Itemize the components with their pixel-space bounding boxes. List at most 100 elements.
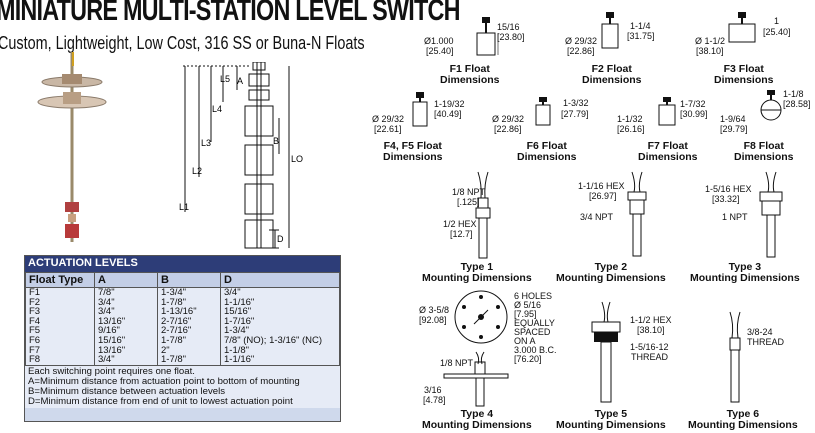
- t4-dia-mm: [92.08]: [419, 315, 447, 325]
- f2-float-drawing: [601, 12, 619, 49]
- f1-height: 15/16: [497, 22, 520, 32]
- t3-hex: 1-5/16 HEX: [705, 184, 752, 194]
- f45-float-drawing: [412, 92, 428, 127]
- col-b: B: [157, 272, 221, 288]
- type5-drawing: [591, 301, 621, 403]
- f2-height-mm: [31.75]: [627, 31, 655, 41]
- f3-height-mm: [25.40]: [763, 27, 791, 37]
- f8-dia-mm: [29.79]: [720, 124, 748, 134]
- table-cell: 7/8" (NO); 1-3/16" (NC): [220, 336, 340, 346]
- f7-dia-mm: [26.16]: [617, 124, 645, 134]
- t2-hex-mm: [26.97]: [589, 191, 617, 201]
- table-cell: 1-7/8": [157, 355, 221, 365]
- t4-thickness: 3/16: [424, 385, 442, 395]
- f6-height: 1-3/32: [563, 98, 589, 108]
- note-line: A=Minimum distance from actuation point …: [28, 375, 300, 387]
- type4-side-drawing: [443, 351, 509, 407]
- t5-thread-label: THREAD: [631, 352, 669, 362]
- col-float-type: Float Type: [25, 272, 95, 288]
- f6-dia: Ø 29/32: [492, 114, 525, 124]
- f3-dia-mm: [38.10]: [696, 46, 724, 56]
- f45-dia: Ø 29/32: [372, 114, 405, 124]
- label-l2: L2: [192, 166, 202, 176]
- type2-drawing: [627, 171, 647, 257]
- table-cell: 3/4": [94, 355, 158, 365]
- label-l4: L4: [212, 104, 222, 114]
- note-line: B=Minimum distance between actuation lev…: [28, 385, 226, 397]
- t2-npt: 3/4 NPT: [580, 212, 614, 222]
- t3-npt: 1 NPT: [722, 212, 748, 222]
- table-cell: 1-3/4": [220, 326, 340, 336]
- f1-dia-mm: [25.40]: [426, 46, 454, 56]
- label-d: D: [277, 234, 284, 244]
- f1-float-drawing: [476, 17, 499, 56]
- page-subtitle: Custom, Lightweight, Low Cost, 316 SS or…: [0, 33, 365, 53]
- table-cell: F8: [25, 355, 95, 365]
- t3-hex-mm: [33.32]: [712, 194, 740, 204]
- f8-float-drawing: [760, 90, 782, 121]
- type1-drawing: [475, 171, 491, 259]
- label-l3: L3: [201, 138, 211, 148]
- t5-hex-mm: [38.10]: [637, 325, 665, 335]
- table-cell: 1-7/16": [220, 317, 340, 327]
- actuation-heading: ACTUATION LEVELS: [25, 256, 340, 272]
- page-title: MINIATURE MULTI-STATION LEVEL SWITCH: [0, 0, 460, 27]
- table-cell: 15/16": [220, 307, 340, 317]
- type6-drawing: [729, 311, 741, 403]
- t4-npt: 1/8 NPT: [440, 358, 474, 368]
- f6-height-mm: [27.79]: [561, 109, 589, 119]
- type3-drawing: [759, 171, 783, 258]
- f7-height-mm: [30.99]: [680, 109, 708, 119]
- f3-dia: Ø 1-1/2: [695, 36, 726, 46]
- label-l5: L5: [220, 74, 230, 84]
- table-cell: 1-1/8": [220, 345, 340, 356]
- t5-hex: 1-1/2 HEX: [630, 315, 672, 325]
- f8-height: 1-1/8: [783, 89, 804, 99]
- t2-hex: 1-1/16 HEX: [578, 181, 625, 191]
- table-cell: 1-1/16": [220, 297, 340, 308]
- f3-height: 1: [774, 16, 780, 26]
- f45-height-mm: [40.49]: [434, 109, 462, 119]
- f8-height-mm: [28.58]: [783, 99, 811, 109]
- t6-thread-label: THREAD: [747, 337, 785, 347]
- f8-dia: 1-9/64: [720, 114, 746, 124]
- actuation-notes: Each switching point requires one float.…: [25, 364, 340, 408]
- t1-hex-mm: [12.7]: [450, 229, 473, 239]
- f1-height-mm: [23.80]: [497, 32, 525, 42]
- dimension-drawing: L5 A L4 L3 B L2 L1 LO D: [179, 62, 303, 249]
- f45-dia-mm: [22.61]: [374, 124, 402, 134]
- product-photo: [37, 52, 107, 242]
- f7-height: 1-7/32: [680, 99, 706, 109]
- t1-npt: 1/8 NPT: [452, 187, 486, 197]
- t5-thread: 1-5/16-12: [630, 342, 669, 352]
- f7-dia: 1-1/32: [617, 114, 643, 124]
- col-d: D: [220, 272, 340, 288]
- f2-dia-mm: [22.86]: [567, 46, 595, 56]
- note-line: D=Minimum distance from end of unit to l…: [28, 395, 293, 407]
- col-a: A: [94, 272, 158, 288]
- f2-dia: Ø 29/32: [565, 36, 598, 46]
- table-cell: 3/4": [220, 287, 340, 298]
- f3-float-drawing: [728, 12, 756, 43]
- table-cell: 1-1/16": [220, 355, 340, 365]
- t1-hex: 1/2 HEX: [443, 219, 477, 229]
